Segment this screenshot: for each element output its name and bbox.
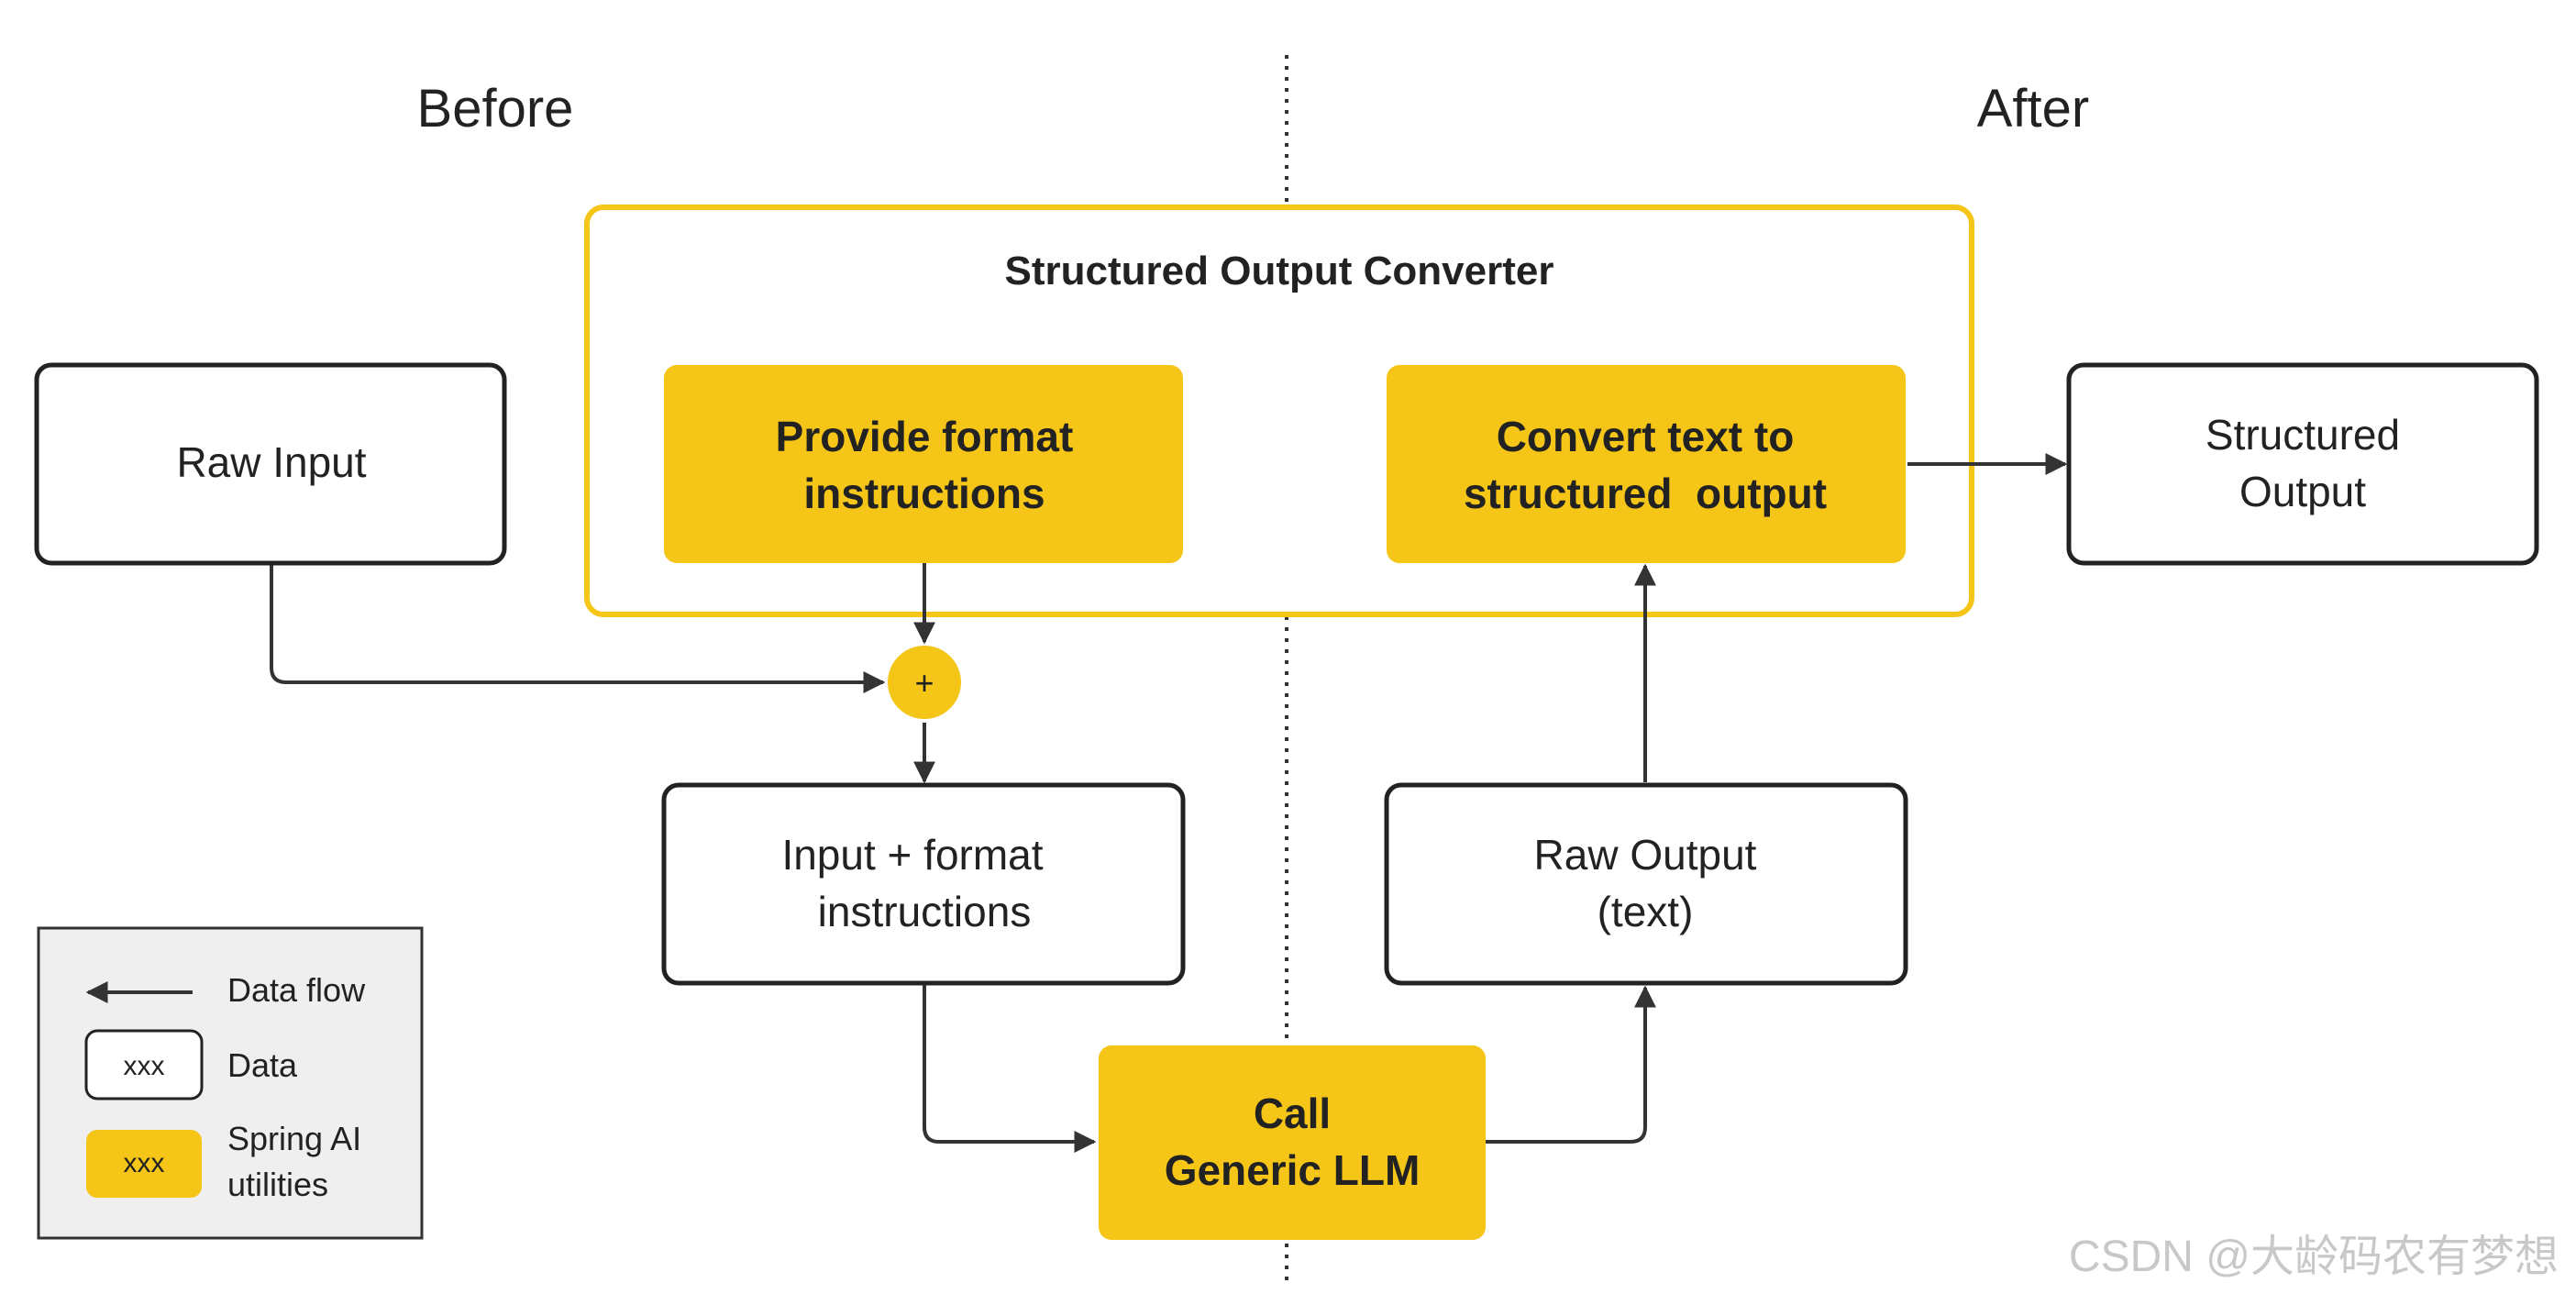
input-format-box: Input + format instructions: [661, 782, 1186, 986]
merge-node: +: [888, 646, 961, 719]
legend-data-swatch: [84, 1029, 204, 1100]
input-format-label-line2: instructions: [818, 888, 1032, 935]
legend-data-flow-label: Data flow: [227, 971, 366, 1009]
before-heading: Before: [417, 79, 574, 138]
legend-utility-swatch: [86, 1130, 202, 1198]
legend-data-swatch-label: xxx: [124, 1051, 165, 1081]
input-format-label-line1: Input + format: [781, 831, 1043, 879]
merge-plus-label: +: [914, 664, 934, 702]
call-llm-label-line1: Call: [1254, 1089, 1331, 1137]
provide-format-label-line1: Provide format: [776, 413, 1074, 460]
watermark: CSDN @大龄码农有梦想: [2069, 1233, 2559, 1281]
legend-spring-label-line1: Spring AI: [227, 1120, 361, 1157]
after-heading: After: [1977, 79, 2090, 138]
call-llm-box: Call Generic LLM: [1099, 1045, 1486, 1240]
convert-text-label-line2: structured output: [1464, 470, 1827, 517]
converter-title: Structured Output Converter: [1005, 249, 1554, 293]
provide-format-label-line2: instructions: [803, 470, 1045, 517]
legend-utility-swatch-label: xxx: [124, 1148, 165, 1178]
provide-format-box: Provide format instructions: [664, 365, 1183, 563]
flow-llm-to-raw-output: [1486, 985, 1656, 1144]
structured-output-label-line1: Structured: [2206, 411, 2400, 459]
raw-output-label-line1: Raw Output: [1534, 831, 1757, 879]
convert-text-label-line1: Convert text to: [1497, 413, 1795, 460]
legend-spring-label-line2: utilities: [227, 1166, 328, 1203]
structured-output-label-line2: Output: [2239, 468, 2366, 515]
raw-output-label-line2: (text): [1598, 888, 1694, 935]
raw-output-box: Raw Output (text): [1384, 782, 1908, 986]
structured-output-box: Structured Output: [2066, 362, 2539, 566]
raw-input-box: Raw Input: [34, 362, 507, 566]
flow-raw-input-to-merge: [270, 563, 886, 693]
legend: Data flow xxx Data xxx Spring AI utiliti…: [37, 926, 424, 1240]
flow-input-format-to-llm: [923, 984, 1097, 1153]
convert-text-box: Convert text to structured output: [1387, 365, 1906, 563]
legend-data-label: Data: [227, 1046, 298, 1084]
call-llm-label-line2: Generic LLM: [1165, 1146, 1421, 1194]
raw-input-label: Raw Input: [176, 438, 366, 486]
